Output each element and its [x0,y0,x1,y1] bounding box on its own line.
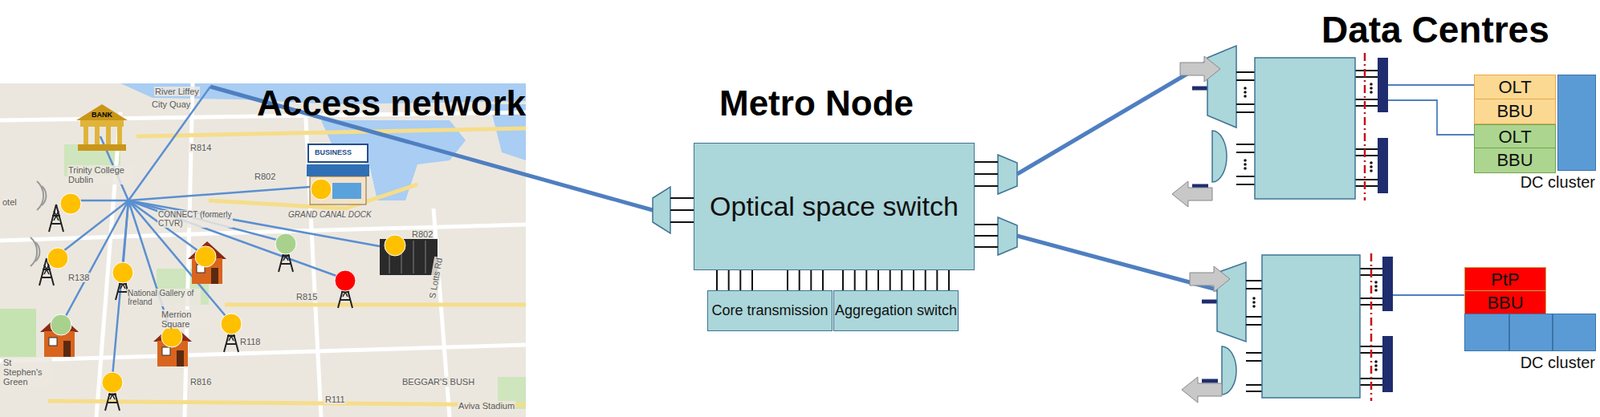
map-label: River Liffey [154,86,200,97]
node-label: Aggregation switch [834,303,957,319]
node-label: BBU [1486,293,1523,314]
node-label: Optical space switch [709,191,959,223]
node-label: PtP [1490,269,1519,291]
map-label: National Gallery of Ireland [126,289,201,307]
map-label: R118 [239,337,261,347]
node-box: Optical space switch [693,142,975,271]
map-label: CONNECT (formerly CTVR) [157,210,233,228]
map [0,83,526,417]
node-box: OLT [1473,74,1556,101]
node-box: Core transmission [707,290,833,332]
dc-unit-1 [1172,45,1474,208]
map-label: City Quay [150,99,192,110]
section-title: Access network [256,83,526,124]
node-box: BBU [1473,147,1556,174]
port-connector [716,270,823,291]
section-title: Data Centres [1321,8,1550,52]
node-label: BBU [1496,150,1533,171]
node-label: OLT [1498,126,1531,148]
map-label: R816 [189,377,212,387]
shop-icon [306,144,370,205]
map-label: R802 [411,229,434,240]
node-label: Core transmission [711,303,828,319]
port-connector [842,270,949,291]
dc-cluster-rack: DC cluster [1557,74,1596,171]
map-label: otel [1,197,18,208]
map-label: BEGGAR'S BUSH [401,377,476,387]
dc-cluster-rack: DC cluster [1464,313,1596,352]
node-box: OLT [1473,124,1556,151]
bank-icon [76,104,128,151]
node-label: OLT [1498,77,1531,98]
map-label: BUSINESS [314,148,352,157]
cluster-label: DC cluster [1520,173,1596,192]
map-label: St Stephen's Green [2,358,53,387]
map-label: GRAND CANAL DOCK [287,210,373,220]
section-title: Metro Node [719,83,914,124]
map-label: R814 [189,142,212,153]
map-label: Aviva Stadium [457,401,516,412]
node-box: BBU [1464,290,1547,317]
node-box: Aggregation switch [833,290,959,332]
dc-unit-2 [1181,253,1465,404]
map-label: BANK [91,110,113,119]
map-label: R138 [67,272,90,283]
map-label: R802 [253,171,277,182]
cluster-label: DC cluster [1520,354,1596,373]
node-box: PtP [1464,267,1547,294]
map-label: R111 [324,394,347,405]
node-box: BBU [1473,98,1556,125]
map-label: R815 [295,292,318,302]
map-label: Trinity College Dublin [67,165,134,185]
node-label: BBU [1496,101,1533,123]
map-label: Merrion Square [160,309,211,330]
